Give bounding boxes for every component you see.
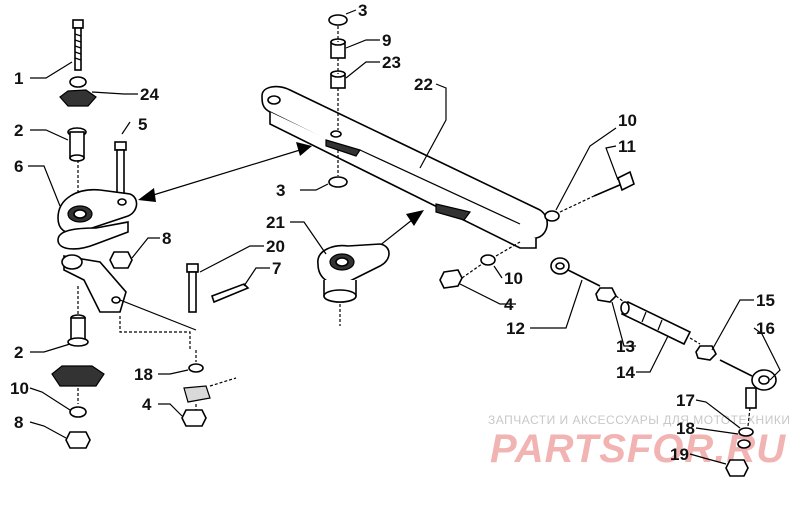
- label-17: 17: [676, 391, 695, 410]
- label-9: 9: [382, 31, 391, 50]
- part-18-block: [183, 385, 211, 403]
- nut-8-lower: [65, 431, 91, 449]
- label-23: 23: [382, 53, 401, 72]
- bracket-6: [57, 188, 138, 313]
- plate-24: [59, 89, 97, 107]
- nut-13: [595, 287, 617, 303]
- bracket-21: [317, 243, 390, 326]
- bolt-1: [72, 19, 84, 71]
- label-10-mid: 10: [504, 269, 523, 288]
- nut-4-right: [439, 269, 463, 289]
- leader-lines: [28, 9, 781, 465]
- label-10-right: 10: [618, 111, 637, 130]
- label-21: 21: [266, 213, 285, 232]
- nut-15: [695, 345, 717, 361]
- bushing-2-lower: [67, 314, 89, 347]
- washer-10-mid: [480, 254, 496, 266]
- bushing-2-upper: [67, 127, 87, 162]
- washer-18: [188, 363, 204, 373]
- bolt-11: [593, 170, 635, 197]
- arm-22: [261, 85, 548, 249]
- label-18-left: 18: [134, 365, 153, 384]
- left-assembly: [51, 19, 250, 449]
- label-2-lower: 2: [14, 343, 23, 362]
- label-1: 1: [14, 69, 23, 88]
- bolt-20: [186, 263, 199, 313]
- label-8-upper: 8: [162, 229, 171, 248]
- label-12: 12: [506, 319, 525, 338]
- label-2-upper: 2: [14, 121, 23, 140]
- washer-17-right: [737, 439, 751, 449]
- cotter-pin-7: [210, 283, 250, 304]
- label-20: 20: [266, 237, 285, 256]
- plate-lower: [51, 365, 105, 387]
- label-8-lower: 8: [14, 413, 23, 432]
- label-16: 16: [756, 319, 775, 338]
- washer-10-lower: [69, 406, 87, 418]
- label-13: 13: [616, 337, 635, 356]
- label-6: 6: [14, 157, 23, 176]
- label-24: 24: [140, 85, 159, 104]
- nut-8-upper: [109, 251, 133, 269]
- bolt-5: [114, 141, 127, 197]
- label-22: 22: [414, 75, 433, 94]
- label-19: 19: [670, 445, 689, 464]
- label-5: 5: [138, 115, 147, 134]
- stack-top: [328, 14, 348, 188]
- watermark-tagline: ЗАПЧАСТИ И АКСЕССУАРЫ ДЛЯ МОТОТЕХНИКИ: [488, 413, 790, 427]
- right-assembly: [439, 170, 777, 477]
- sleeve-14: [620, 300, 692, 346]
- nut-4-lower: [181, 409, 207, 427]
- nut-19: [725, 459, 749, 477]
- label-3-top: 3: [358, 1, 367, 20]
- label-4-right: 4: [504, 295, 514, 314]
- label-14: 14: [616, 363, 635, 382]
- washer-upper: [69, 76, 87, 88]
- washer-18-right: [738, 427, 754, 437]
- label-18-right: 18: [676, 419, 695, 438]
- label-10-left: 10: [10, 379, 29, 398]
- washer-10-right: [544, 210, 560, 222]
- label-15: 15: [756, 291, 775, 310]
- label-11: 11: [618, 137, 636, 156]
- label-7: 7: [272, 259, 281, 278]
- tie-rod-end-16: [719, 359, 777, 409]
- tie-rod-end-12: [550, 257, 601, 287]
- label-4-left: 4: [142, 395, 152, 414]
- label-3-mid: 3: [276, 181, 285, 200]
